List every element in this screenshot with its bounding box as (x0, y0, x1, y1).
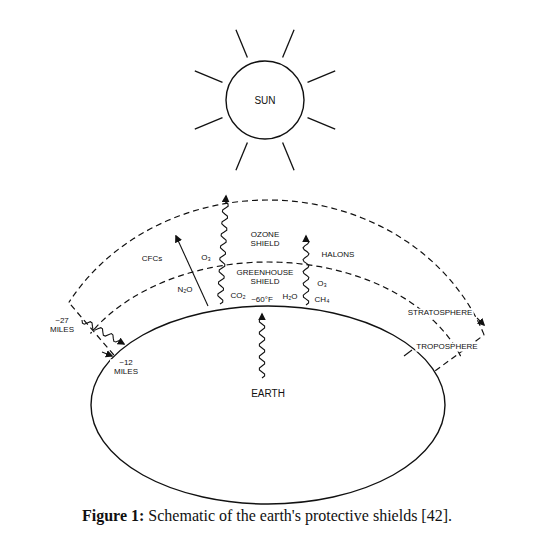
radiation-arrow (218, 196, 228, 304)
gas-label: HALONS (321, 251, 356, 260)
layer-pointer (477, 318, 484, 325)
radiation-arrow (303, 236, 309, 305)
height-label: ~12 MILES (110, 359, 142, 377)
sun-ray (195, 71, 223, 82)
gas-label: O₃ (200, 254, 211, 263)
gas-label: N₂O (176, 286, 193, 295)
layer-pointer (404, 350, 412, 356)
gas-label: CH₄ (314, 296, 331, 305)
gas-label: O₃ (316, 280, 327, 289)
layer-name: TROPOSPHERE (415, 343, 478, 352)
earth-circle: EARTH (90, 305, 446, 505)
sun-ray (283, 142, 294, 170)
caption-text: Schematic of the earth's protective shie… (144, 507, 452, 524)
sun-ray (307, 71, 335, 82)
sun-ray (236, 142, 247, 170)
region-label: GREENHOUSE SHIELD (229, 269, 301, 287)
sun-ray (236, 30, 247, 58)
gas-label: H₂O (281, 293, 298, 302)
gas-label: CFCs (141, 255, 163, 264)
height-bracket (102, 352, 112, 356)
node-label: SUN (254, 95, 275, 106)
emission-arrow (176, 236, 208, 306)
layer-side-line (435, 335, 484, 371)
radiation-arrow (259, 314, 264, 378)
sun-ray (283, 30, 294, 58)
radiation-arrow (82, 320, 124, 344)
stratosphere-boundary (69, 200, 484, 335)
gas-label: CO₂ (229, 292, 246, 301)
node-outline (90, 305, 446, 505)
sun-ray (307, 118, 335, 129)
earth-circle-outline (91, 306, 445, 504)
sun-circle: SUN (225, 60, 305, 140)
height-label: ~27 MILES (46, 317, 78, 335)
caption-number: Figure 1: (82, 507, 144, 524)
sun-circle-outline (226, 61, 304, 139)
figure-caption: Figure 1: Schematic of the earth's prote… (0, 507, 534, 525)
temperature-label: ~60°F (250, 296, 274, 305)
node-label: EARTH (251, 388, 285, 399)
sun-ray (195, 118, 223, 129)
layer-name: STRATOSPHERE (407, 309, 474, 318)
region-label: OZONE SHIELD (242, 231, 288, 249)
